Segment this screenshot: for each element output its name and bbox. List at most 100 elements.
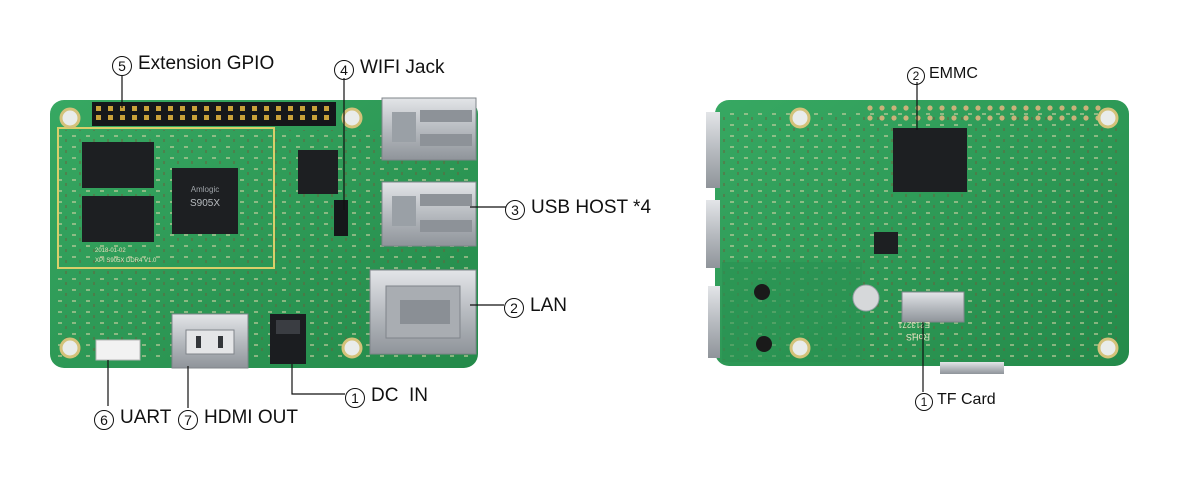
back-pin xyxy=(1059,105,1065,111)
label-text: HDMI OUT xyxy=(204,407,298,428)
soc-brand: Amlogic xyxy=(191,185,219,194)
core-module-outline xyxy=(57,127,275,269)
gpio-pin xyxy=(96,106,101,111)
back-left-connector-3 xyxy=(708,286,720,358)
gpio-pin xyxy=(204,115,209,120)
label-text: Extension GPIO xyxy=(138,53,275,74)
back-pin xyxy=(939,115,945,121)
front-mounting-holes xyxy=(59,107,363,359)
label-text: WIFI Jack xyxy=(360,57,445,78)
gpio-pin xyxy=(252,106,257,111)
board-name: XPI S905X DDR4 V1.0 xyxy=(95,258,157,264)
board-date: 2018-01-02 xyxy=(95,248,126,254)
label-number: 2 xyxy=(907,67,925,85)
label-number: 5 xyxy=(112,56,132,76)
back-black-pad-1 xyxy=(754,284,770,300)
gpio-pin xyxy=(228,106,233,111)
gpio-pin xyxy=(324,106,329,111)
back-pin xyxy=(939,105,945,111)
mounting-hole xyxy=(59,337,81,359)
gpio-pin xyxy=(252,115,257,120)
gpio-pin xyxy=(156,106,161,111)
back-pin xyxy=(1035,115,1041,121)
gpio-pin xyxy=(264,115,269,120)
back-pin xyxy=(975,105,981,111)
soc-chip xyxy=(172,168,238,234)
hdmi-port xyxy=(171,313,249,369)
back-pin xyxy=(1011,105,1017,111)
mounting-hole xyxy=(1097,337,1119,359)
lan-port xyxy=(369,269,477,355)
gpio-pin xyxy=(96,115,101,120)
back-bottom-connector xyxy=(940,362,1004,374)
back-pin xyxy=(1095,105,1101,111)
mounting-hole xyxy=(1097,107,1119,129)
back-pin xyxy=(927,105,933,111)
label-extension-gpio: 5 Extension GPIO xyxy=(112,54,274,76)
back-leader-lines xyxy=(916,82,924,392)
back-pin xyxy=(951,115,957,121)
small-ic xyxy=(298,150,338,194)
wifi-header xyxy=(334,200,348,236)
gpio-pin xyxy=(108,115,113,120)
gpio-pin xyxy=(288,106,293,111)
gpio-pin xyxy=(288,115,293,120)
back-pin xyxy=(903,115,909,121)
gpio-pin xyxy=(240,115,245,120)
gpio-pin xyxy=(156,115,161,120)
back-pin xyxy=(927,115,933,121)
mounting-hole xyxy=(789,107,811,129)
uart-connector xyxy=(95,339,141,361)
back-mounting-holes xyxy=(789,107,1119,359)
back-pin xyxy=(915,115,921,121)
back-pin xyxy=(1059,115,1065,121)
label-text: EMMC xyxy=(929,65,978,82)
gpio-pin xyxy=(132,106,137,111)
gpio-pin xyxy=(192,106,197,111)
gpio-pin xyxy=(324,115,329,120)
gpio-header xyxy=(92,102,336,126)
back-battery-pad xyxy=(852,284,880,312)
gpio-pin xyxy=(276,115,281,120)
back-pin xyxy=(903,105,909,111)
label-text: USB HOST *4 xyxy=(531,197,652,218)
front-leader-lines xyxy=(107,76,506,408)
back-pin xyxy=(1047,105,1053,111)
back-left-connector-2 xyxy=(706,200,720,268)
back-pin xyxy=(1083,115,1089,121)
label-number: 2 xyxy=(504,298,524,318)
mounting-hole xyxy=(789,337,811,359)
ram-chip-bottom xyxy=(82,196,154,242)
back-pin xyxy=(1083,105,1089,111)
gpio-pin xyxy=(240,106,245,111)
back-pin xyxy=(879,105,885,111)
label-text: UART xyxy=(120,407,172,428)
mounting-hole xyxy=(341,107,363,129)
back-pin xyxy=(891,105,897,111)
back-pin xyxy=(867,115,873,121)
back-pin xyxy=(999,115,1005,121)
gpio-pin xyxy=(120,106,125,111)
back-pin xyxy=(891,115,897,121)
back-pin xyxy=(867,105,873,111)
label-text: DC IN xyxy=(371,385,428,406)
dc-jack xyxy=(270,314,306,364)
mounting-hole xyxy=(341,337,363,359)
back-rohs: RoHS xyxy=(906,332,930,342)
gpio-pin xyxy=(192,115,197,120)
back-pin xyxy=(975,115,981,121)
ram-chip-top xyxy=(82,142,154,188)
gpio-pin xyxy=(144,115,149,120)
gpio-pin xyxy=(228,115,233,120)
back-code: E213271 xyxy=(897,320,930,329)
back-small-ic xyxy=(874,232,898,254)
gpio-pin xyxy=(276,106,281,111)
gpio-pin xyxy=(312,106,317,111)
back-pin xyxy=(963,105,969,111)
